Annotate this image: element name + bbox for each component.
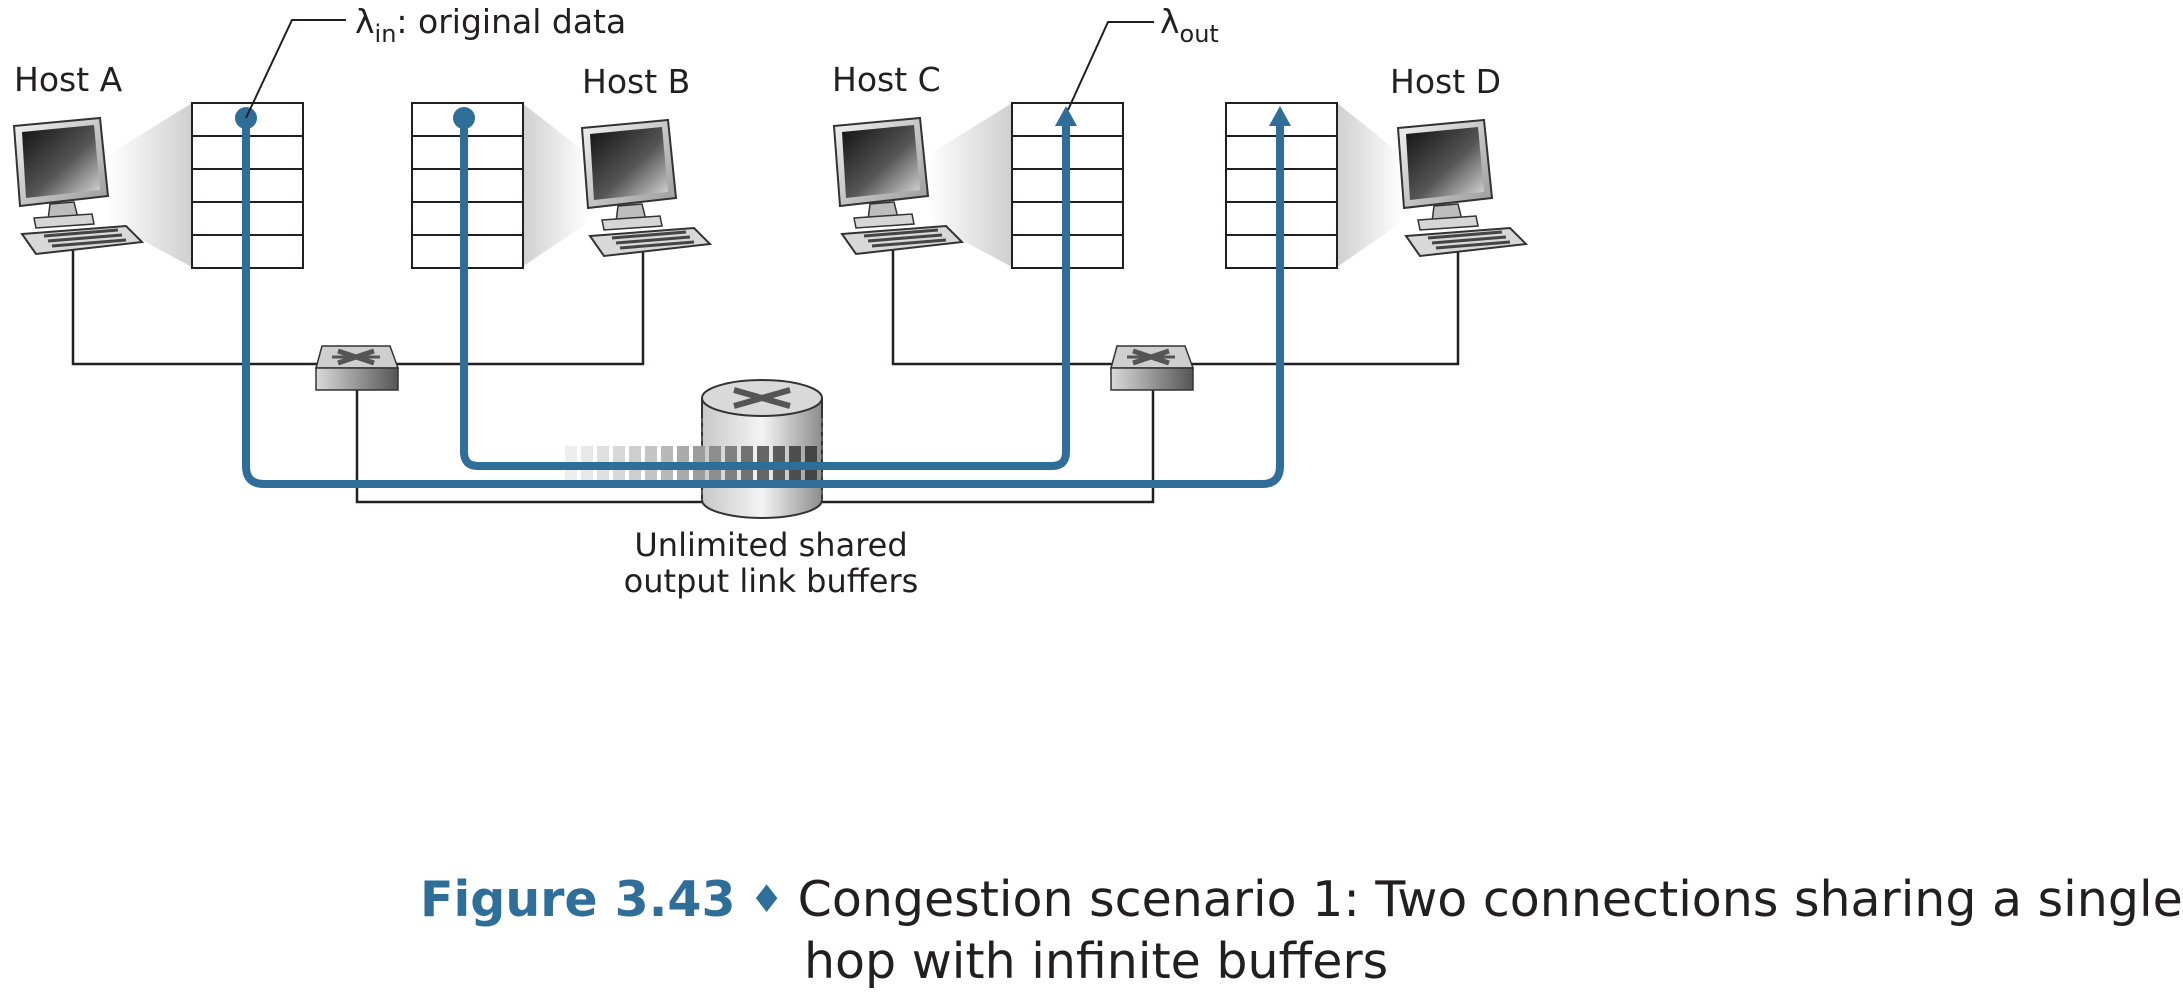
host-a-buffer-beam xyxy=(108,103,192,267)
figure-number: Figure 3.43 xyxy=(420,871,736,928)
network-diagram: Host A Host B Host C Host D λin: origina… xyxy=(12,2,1528,600)
flow-origin-dot xyxy=(453,107,475,129)
lambda-in-label: λin: original data xyxy=(355,2,626,48)
router-label-line2: output link buffers xyxy=(624,562,919,600)
host-d-label: Host D xyxy=(1390,62,1501,101)
figure-caption: Figure 3.43 ♦ Congestion scenario 1: Two c… xyxy=(420,868,2183,993)
caption-text-line-2: hop with infinite buffers xyxy=(804,933,1389,990)
lambda-out-label: λout xyxy=(1160,2,1219,48)
lambda-out-leader xyxy=(1067,21,1154,111)
host-b-label: Host B xyxy=(582,62,690,101)
host-c-buffer-beam xyxy=(928,103,1012,267)
host-a-label: Host A xyxy=(14,60,123,99)
flow-host-a-to-host-d xyxy=(242,118,1284,488)
flow-arrow-head xyxy=(1055,106,1077,126)
host-b-buffer-beam xyxy=(522,103,589,267)
caption-text-line-1: Congestion scenario 1: Two connections s… xyxy=(797,871,2183,928)
caption-line-1: Figure 3.43 ♦ Congestion scenario 1: Two c… xyxy=(420,868,2183,931)
flow-host-b-to-host-c xyxy=(460,118,1070,470)
host-d-computer-icon xyxy=(1396,118,1528,258)
host-d-buffer-beam xyxy=(1337,103,1402,267)
left-switch-icon xyxy=(316,346,398,390)
lambda-in-leader xyxy=(245,19,346,119)
host-b-computer-icon xyxy=(580,118,712,258)
caption-diamond-icon: ♦ xyxy=(749,877,784,921)
router-label-line1: Unlimited shared xyxy=(634,526,907,564)
flow-arrow-head xyxy=(1269,106,1291,126)
host-c-label: Host C xyxy=(832,60,941,99)
right-switch-icon xyxy=(1111,346,1193,390)
